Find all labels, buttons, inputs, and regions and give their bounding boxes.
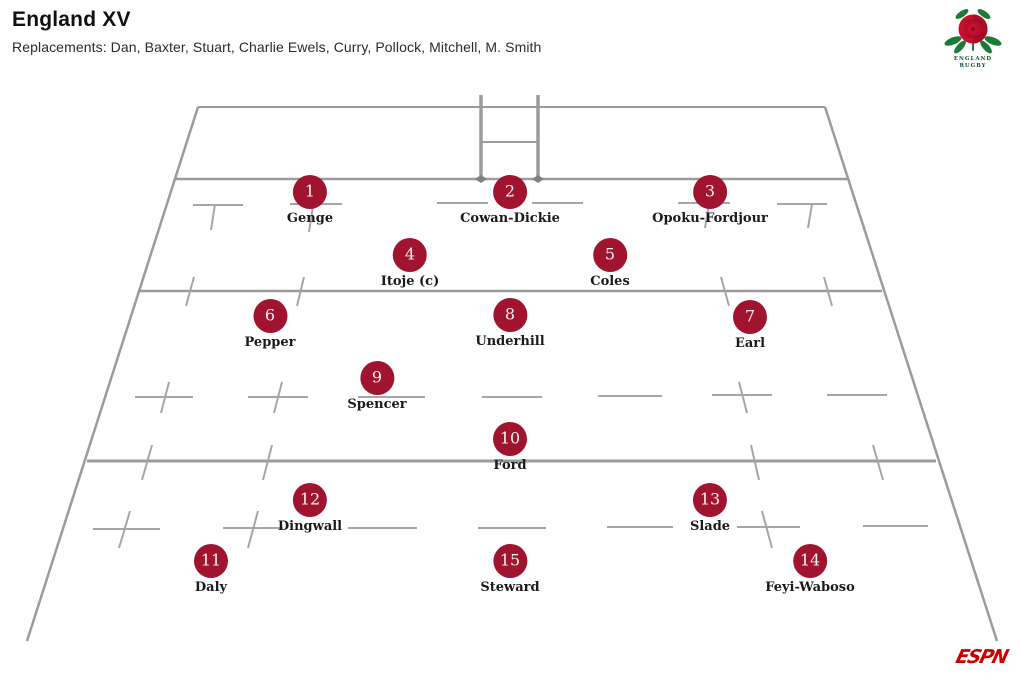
- player-marker: 12 Dingwall: [278, 483, 342, 533]
- player-number: 4: [404, 244, 416, 264]
- player-marker: 7 Earl: [733, 300, 767, 350]
- player-name: Dingwall: [277, 519, 343, 534]
- player-number: 9: [371, 367, 383, 387]
- player-name: Coles: [590, 274, 630, 289]
- player-number-badge: 11: [194, 544, 228, 578]
- player-number: 11: [200, 550, 222, 570]
- player-marker: 4 Itoje (c): [381, 238, 439, 288]
- pitch-hash-marks: [93, 202, 928, 549]
- espn-logo: ESPN: [948, 645, 1011, 672]
- svg-text:RUGBY: RUGBY: [959, 63, 986, 69]
- player-number-badge: 2: [492, 175, 527, 209]
- player-number-badge: 1: [293, 175, 327, 209]
- player-number: 2: [504, 181, 516, 201]
- player-marker: 15 Steward: [480, 544, 540, 595]
- espn-wordmark-icon: ESPN: [954, 645, 1011, 668]
- player-name: Ford: [493, 458, 527, 473]
- player-name: Itoje (c): [380, 274, 440, 289]
- goal-post-bases: [475, 175, 544, 183]
- player-name: Opoku-Fordjour: [652, 211, 768, 226]
- player-name: Pepper: [244, 335, 296, 350]
- svg-text:ESPN: ESPN: [954, 647, 1010, 667]
- player-marker: 13 Slade: [690, 483, 730, 533]
- player-number: 1: [304, 181, 316, 201]
- player-marker: 14 Feyi-Waboso: [765, 544, 855, 594]
- goal-posts-icon: [479, 95, 540, 179]
- player-marker: 11 Daly: [194, 544, 228, 594]
- player-marker: 5 Coles: [590, 238, 630, 288]
- player-marker: 10 Ford: [493, 422, 527, 472]
- player-name: Genge: [286, 211, 334, 226]
- england-rugby-logo: ENGLAND RUGBY: [940, 5, 1006, 74]
- player-number: 10: [499, 428, 521, 448]
- player-number-badge: 15: [493, 544, 527, 578]
- player-number-badge: 13: [693, 483, 727, 517]
- player-marker: 3 Opoku-Fordjour: [652, 175, 768, 225]
- player-number-badge: 5: [592, 238, 627, 272]
- player-marker: 6 Pepper: [245, 299, 296, 349]
- player-name: Underhill: [475, 334, 545, 349]
- player-number-badge: 3: [693, 175, 727, 209]
- player-number-badge: 9: [360, 361, 394, 395]
- player-marker: 2 Cowan-Dickie: [460, 175, 560, 225]
- player-number: 13: [699, 489, 721, 509]
- player-number: 7: [744, 306, 756, 326]
- player-number-badge: 8: [492, 298, 527, 332]
- player-name: Steward: [480, 580, 540, 595]
- player-number: 8: [504, 304, 516, 324]
- player-number: 14: [799, 550, 821, 570]
- svg-text:ENGLAND: ENGLAND: [954, 56, 992, 62]
- player-name: Earl: [734, 336, 766, 351]
- replacements-text: Replacements: Dan, Baxter, Stuart, Charl…: [12, 39, 542, 56]
- player-marker: 9 Spencer: [347, 361, 407, 412]
- player-marker: 8 Underhill: [475, 298, 545, 349]
- player-number: 6: [264, 305, 276, 325]
- player-number-badge: 6: [253, 299, 287, 333]
- player-number: 3: [704, 181, 716, 201]
- player-name: Daly: [194, 580, 228, 595]
- player-name: Feyi-Waboso: [765, 580, 855, 595]
- player-number-badge: 4: [392, 238, 427, 272]
- player-number-badge: 14: [793, 544, 827, 578]
- player-number: 15: [499, 550, 521, 570]
- player-number-badge: 10: [493, 422, 527, 456]
- player-number: 12: [299, 489, 321, 509]
- player-marker: 1 Genge: [287, 175, 333, 225]
- page-title: England XV: [12, 8, 131, 31]
- player-name: Spencer: [347, 397, 407, 412]
- rose-icon: ENGLAND RUGBY: [944, 9, 1002, 69]
- header: England XV Replacements: Dan, Baxter, St…: [12, 8, 541, 55]
- player-name: Slade: [689, 519, 731, 534]
- player-number-badge: 12: [293, 483, 327, 517]
- player-number: 5: [604, 244, 616, 264]
- player-number-badge: 7: [733, 300, 767, 334]
- player-name: Cowan-Dickie: [460, 211, 560, 226]
